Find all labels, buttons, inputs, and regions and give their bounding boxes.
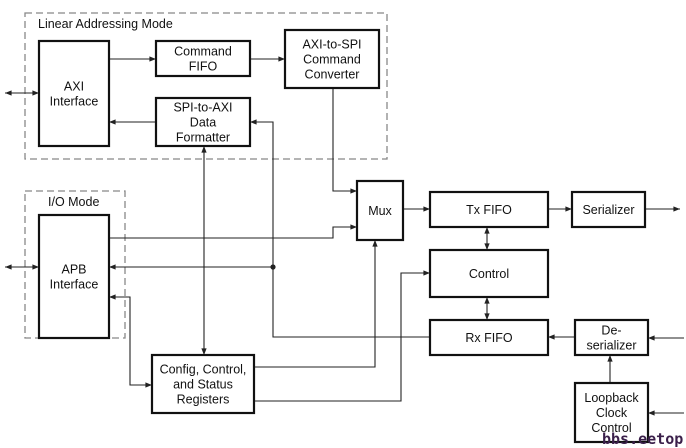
block-label: Config, Control, <box>160 363 247 377</box>
block-label: Data <box>190 116 216 130</box>
block-rx-fifo: Rx FIFO <box>428 318 550 357</box>
block-label: serializer <box>586 339 636 353</box>
block-box <box>573 318 650 357</box>
block-mux: Mux <box>355 179 405 242</box>
block-label: Rx FIFO <box>465 331 512 345</box>
block-box <box>355 179 405 242</box>
block-label: AXI-to-SPI <box>302 38 361 52</box>
block-label: Clock <box>596 406 628 420</box>
watermark: bbs.eetop.cn <box>602 430 686 448</box>
block-box <box>154 96 252 148</box>
block-label: SPI-to-AXI <box>173 101 232 115</box>
block-box <box>428 248 550 299</box>
connections <box>4 56 684 416</box>
block-label: Interface <box>50 95 99 109</box>
block-box <box>150 353 256 415</box>
block-label: APB <box>61 263 86 277</box>
block-label: Serializer <box>582 203 634 217</box>
block-label: AXI <box>64 80 84 94</box>
block-control: Control <box>428 248 550 299</box>
block-label: Tx FIFO <box>466 203 512 217</box>
block-box <box>154 39 252 78</box>
block-box <box>37 39 111 148</box>
block-tx-fifo: Tx FIFO <box>428 190 550 229</box>
block-label: Formatter <box>176 131 230 145</box>
block-label: Loopback <box>584 391 639 405</box>
block-box <box>573 381 650 444</box>
block-box <box>283 28 381 90</box>
block-label: FIFO <box>189 60 218 74</box>
block-label: Command <box>303 53 361 67</box>
block-label: Mux <box>368 204 392 218</box>
block-label: Control <box>591 421 631 435</box>
block-box <box>37 213 111 340</box>
linear-mode-label: Linear Addressing Mode <box>38 17 173 31</box>
block-serializer: Serializer <box>570 190 647 229</box>
block-label: and Status <box>173 378 233 392</box>
block-box <box>428 318 550 357</box>
block-label: Control <box>469 267 509 281</box>
block-label: De- <box>601 324 621 338</box>
block-label: Interface <box>50 278 99 292</box>
block-box <box>570 190 647 229</box>
block-label: Registers <box>177 393 230 407</box>
block-deserializer: De-serializer <box>573 318 650 357</box>
block-label: Converter <box>305 68 360 82</box>
block-label: Command <box>174 45 232 59</box>
io-mode-label: I/O Mode <box>48 195 99 209</box>
block-box <box>428 190 550 229</box>
